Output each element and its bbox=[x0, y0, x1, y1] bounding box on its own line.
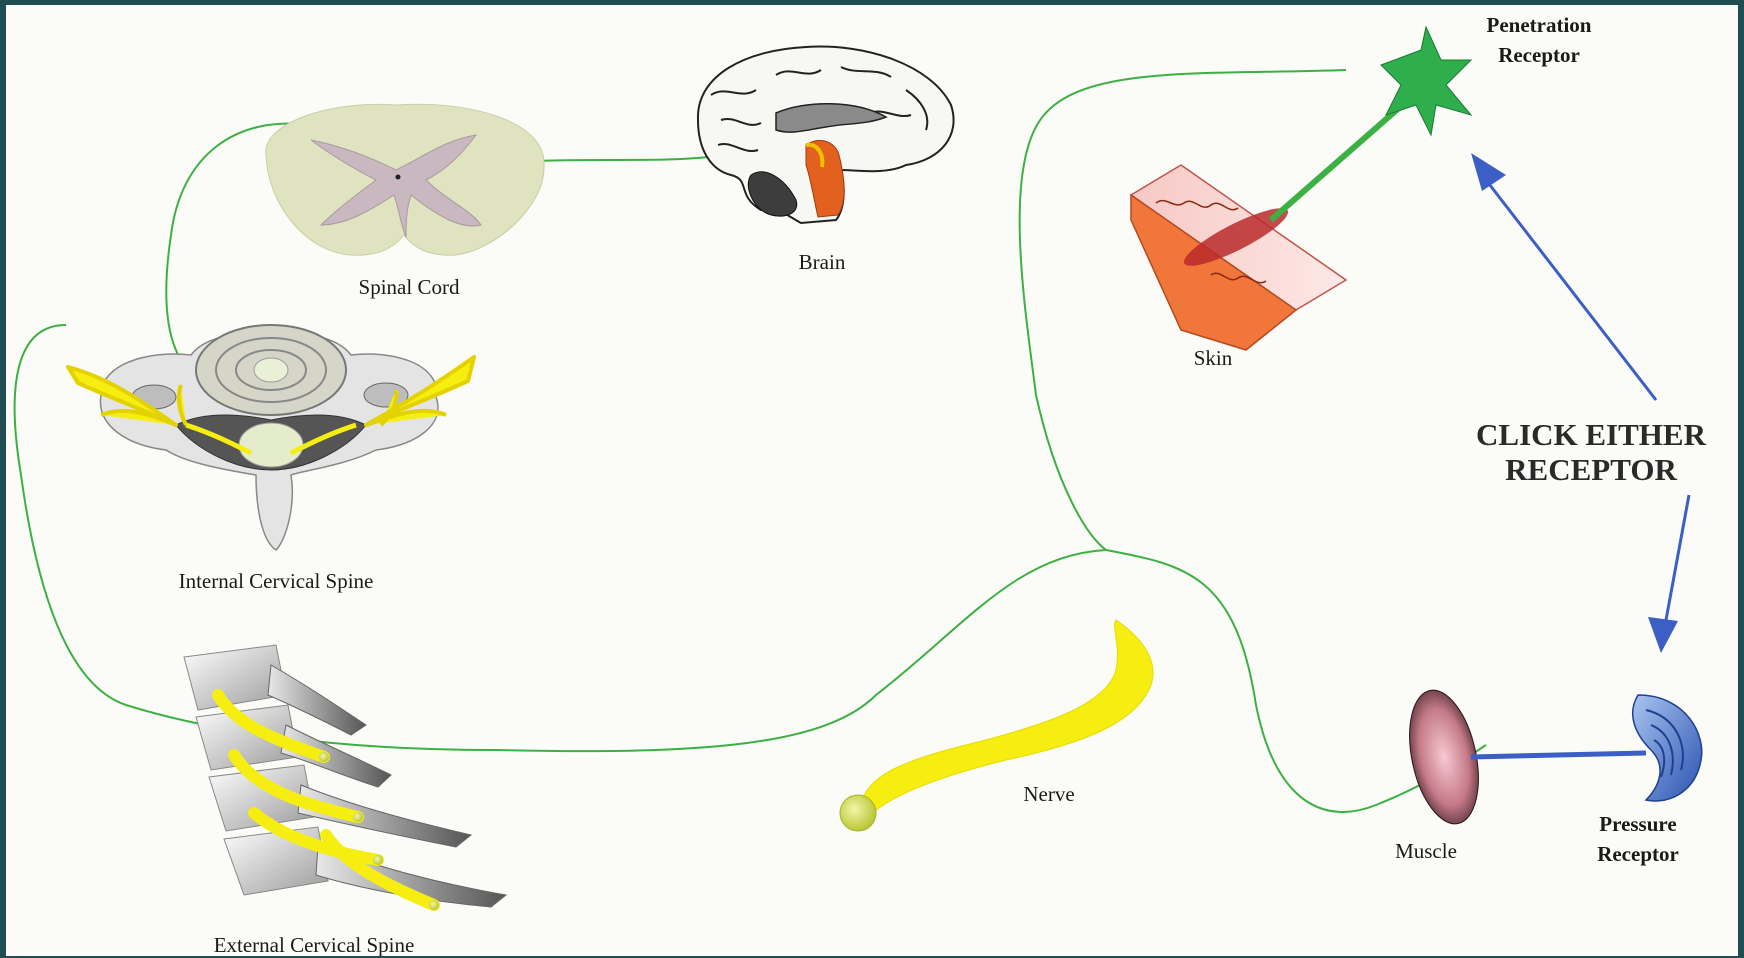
internal-cervical-spine-label: Internal Cervical Spine bbox=[179, 569, 374, 593]
skin-label: Skin bbox=[1194, 346, 1233, 370]
internal-cervical-spine-icon bbox=[68, 325, 474, 550]
brain-icon bbox=[698, 47, 954, 223]
penetration-receptor-label-line1[interactable]: Penetration bbox=[1487, 13, 1592, 37]
pressure-receptor-shell-icon[interactable] bbox=[1633, 695, 1702, 801]
nerve-pathway-diagram: Spinal Cord Brain Internal Cervical Spin… bbox=[6, 5, 1738, 956]
click-either-receptor-line1: CLICK EITHER bbox=[1476, 417, 1707, 452]
spinal-cord-label: Spinal Cord bbox=[359, 275, 460, 299]
spinal-cord-icon bbox=[266, 104, 544, 255]
brain-label: Brain bbox=[799, 250, 846, 274]
click-either-receptor-line2: RECEPTOR bbox=[1505, 452, 1677, 487]
penetration-receptor-label-line2[interactable]: Receptor bbox=[1498, 43, 1580, 67]
external-cervical-spine-label: External Cervical Spine bbox=[214, 933, 415, 956]
diagram-canvas: Spinal Cord Brain Internal Cervical Spin… bbox=[6, 5, 1738, 956]
muscle-icon bbox=[1399, 684, 1646, 830]
pressure-receptor-label-line2[interactable]: Receptor bbox=[1597, 842, 1679, 866]
arrow-to-penetration-receptor bbox=[1471, 153, 1656, 400]
nerve-label: Nerve bbox=[1023, 782, 1074, 806]
external-cervical-spine-icon bbox=[184, 645, 506, 910]
arrow-to-pressure-receptor bbox=[1648, 495, 1689, 653]
penetration-receptor-star-icon[interactable] bbox=[1381, 27, 1471, 135]
pressure-receptor-label-line1[interactable]: Pressure bbox=[1599, 812, 1676, 836]
skin-icon bbox=[1131, 93, 1416, 350]
nerve-icon bbox=[840, 620, 1153, 831]
muscle-label: Muscle bbox=[1395, 839, 1457, 863]
